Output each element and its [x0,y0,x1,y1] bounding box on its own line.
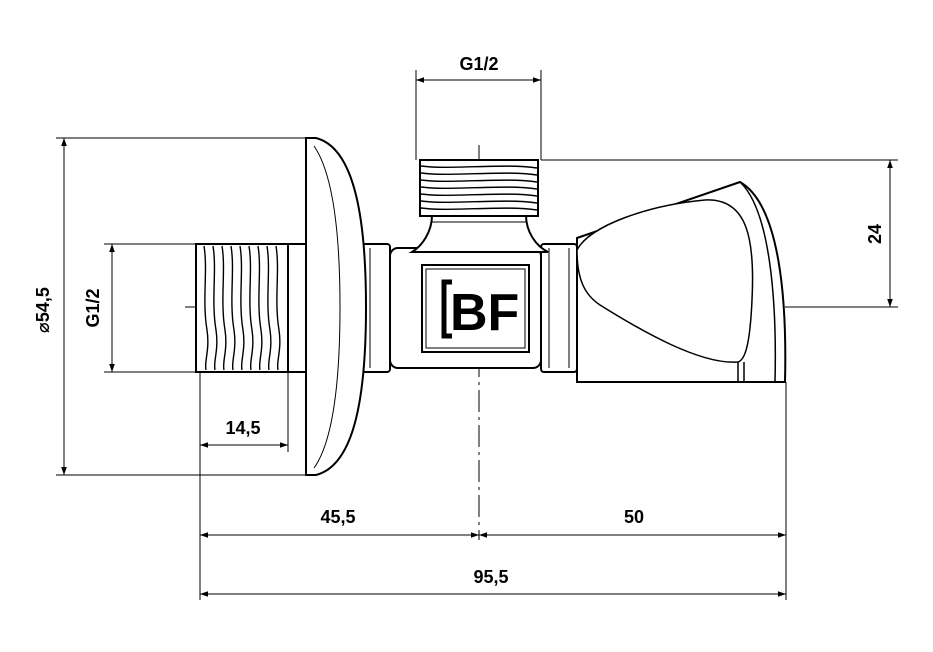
label-top-thread: G1/2 [459,54,498,74]
label-thread-length: 14,5 [225,418,260,438]
valve-handle [576,180,787,383]
label-outlet-height: 24 [865,224,885,244]
collar-right [540,243,578,373]
thread-ridge [420,207,538,211]
thread-ridge [239,245,245,371]
dimension-labels: G1/2 ⌀54,5 G1/2 24 14,5 45,5 50 95,5 [33,54,885,587]
thread-ridge [230,245,236,371]
label-right-offset: 50 [624,507,644,527]
outlet-thread [419,159,539,217]
thread-ridge [203,245,209,371]
center-lines [185,145,600,540]
thread-ridge [257,245,263,371]
thread-ridge [221,245,227,371]
label-left-offset: 45,5 [320,507,355,527]
label-overall-length: 95,5 [473,567,508,587]
thread-ridge [266,245,272,371]
thread-ridge [420,165,538,169]
label-flange-diameter: ⌀54,5 [33,287,53,333]
extension-lines [56,70,898,600]
thread-ridge [420,200,538,204]
thread-ridge [420,179,538,183]
thread-ridge [248,245,254,371]
thread-ridge [420,193,538,197]
flange [305,137,368,476]
bf-logo: BF [441,276,519,342]
top-neck [408,214,549,253]
thread-ridge [420,172,538,176]
label-side-thread: G1/2 [83,288,103,327]
inlet-thread [195,243,307,373]
thread-ridge [275,245,281,371]
dimension-lines [61,77,893,597]
logo-text: BF [450,284,519,342]
thread-ridge [212,245,218,371]
thread-ridge [420,186,538,190]
